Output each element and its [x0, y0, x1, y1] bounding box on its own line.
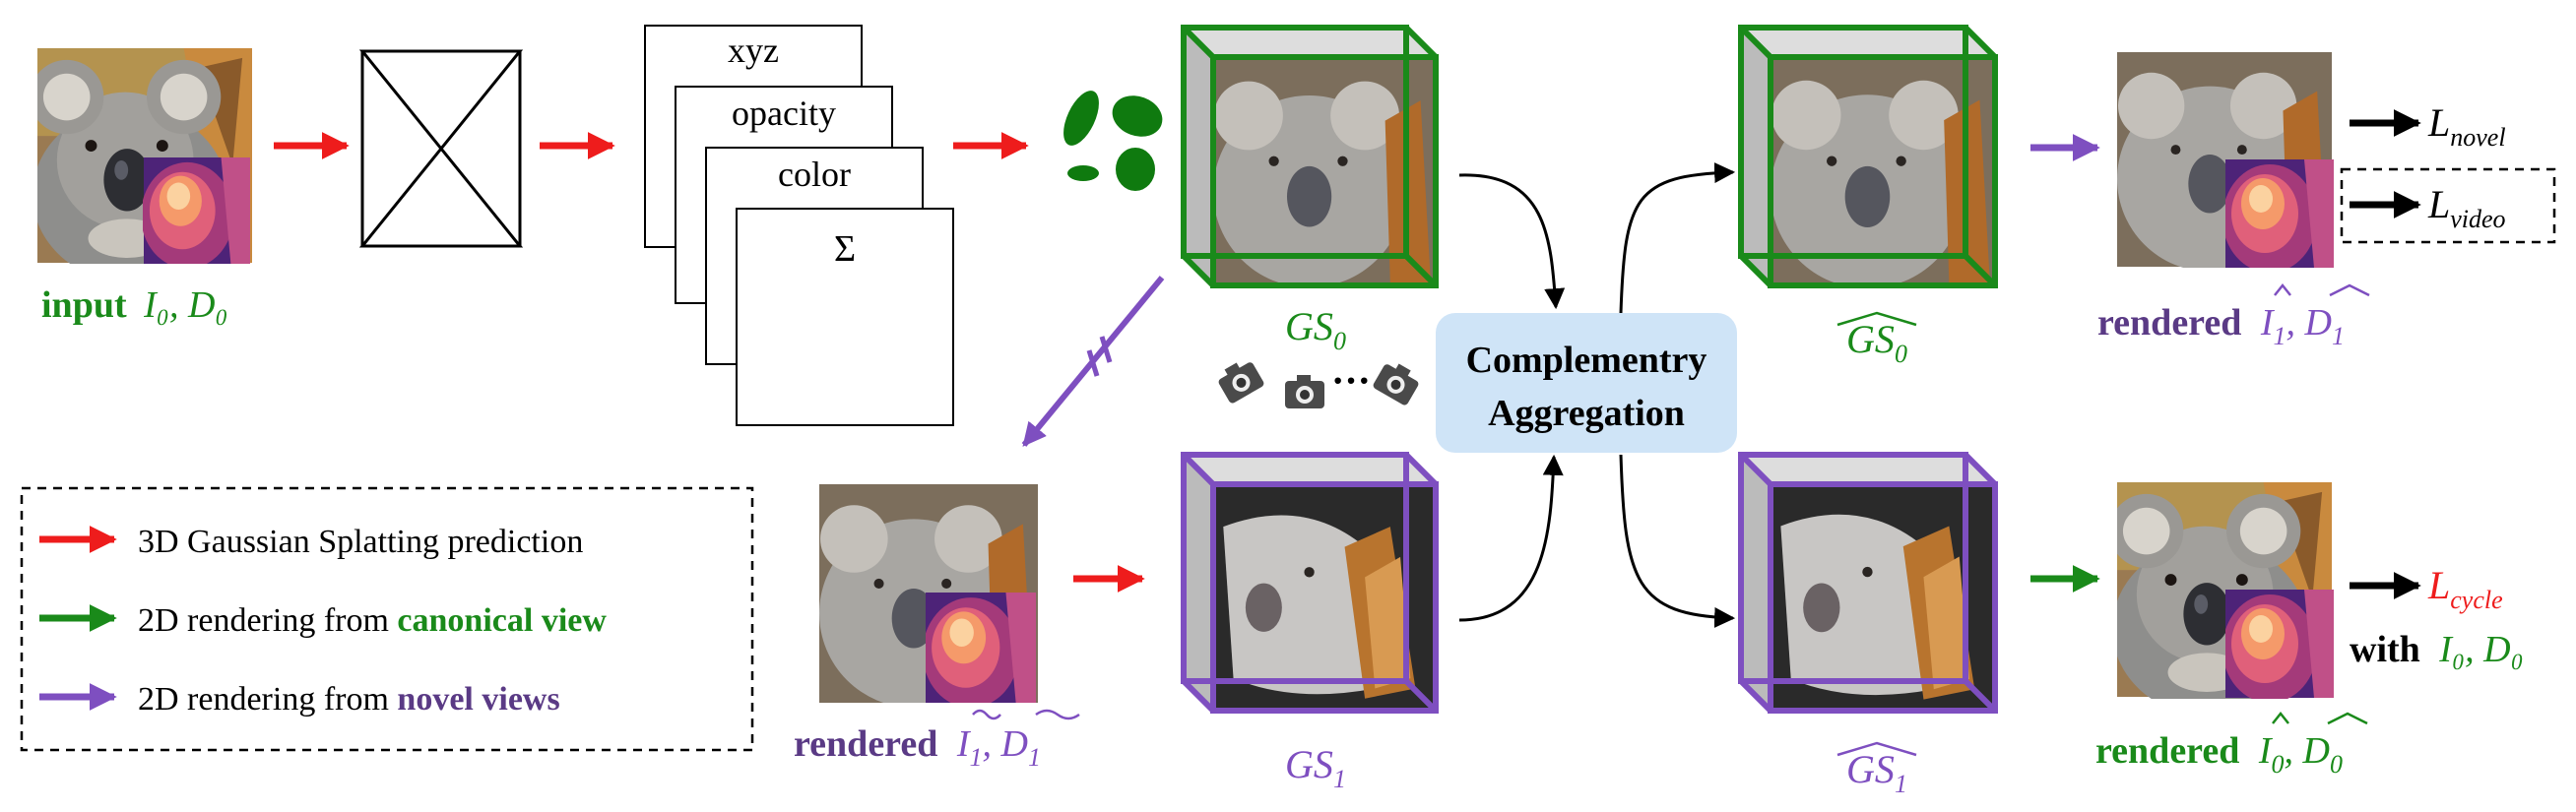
hat-accent-d-bottom — [2327, 712, 2368, 725]
depth-map-icon — [143, 157, 250, 264]
camera-icon — [1218, 362, 1264, 404]
hat-accent-i-top — [2274, 282, 2291, 296]
aggregation-line2: Aggregation — [1488, 393, 1685, 434]
gaussian-parameter-stack: xyz opacity color Σ — [644, 25, 954, 426]
rendered-bottom-caption: rendered I0, D0 — [2095, 730, 2343, 779]
rendered-top-caption: rendered I1, D1 — [2097, 302, 2345, 350]
svg-text:2D rendering from canonical vi: 2D rendering from canonical view — [138, 602, 607, 639]
rendered-tilde-caption: rendered I1, D1 — [794, 723, 1041, 772]
gs0-cube — [1181, 25, 1439, 288]
arrow-gs1-to-aggregation — [1458, 454, 1564, 622]
hat-accent-d-top — [2329, 283, 2370, 297]
l-video: Lvideo — [2427, 182, 2506, 233]
param-opacity: opacity — [732, 94, 836, 133]
gs1-hat-accent — [1836, 741, 1917, 757]
camera-row: ··· — [1218, 358, 1419, 408]
svg-text:2D rendering from novel views: 2D rendering from novel views — [138, 681, 560, 718]
hat-accent-i-bottom — [2272, 711, 2289, 724]
camera-icon — [1373, 363, 1419, 406]
arrow-aggregation-to-gs1hat — [1619, 454, 1736, 628]
input-image — [37, 48, 252, 264]
gs1-label: GS1 — [1285, 742, 1346, 793]
arrow-gs0-to-aggregation — [1458, 173, 1566, 310]
gaussian-ellipsoids-icon — [1063, 91, 1163, 191]
aggregation-box — [1436, 313, 1737, 453]
gs1-hat-label: GS1 — [1846, 747, 1907, 798]
legend-item-red: 3D Gaussian Splatting prediction — [39, 524, 583, 560]
legend-item-green: 2D rendering from canonical view — [39, 602, 607, 639]
svg-text:3D Gaussian Splatting predicti: 3D Gaussian Splatting prediction — [138, 524, 583, 560]
param-color: color — [778, 155, 851, 194]
rendered-top-image — [2117, 52, 2334, 268]
arrow-aggregation-to-gs0hat — [1619, 162, 1736, 314]
with-target: with I₀, D₀ — [2350, 629, 2524, 670]
rendered-tilde-image — [819, 484, 1038, 703]
l-cycle: Lcycle — [2427, 563, 2503, 614]
gs0-hat-cube — [1738, 25, 1998, 288]
input-caption: input I₀, D₀ — [41, 284, 228, 326]
camera-ellipsis: ··· — [1331, 358, 1371, 403]
legend-item-purple: 2D rendering from novel views — [39, 681, 560, 718]
gs1-hat-cube — [1738, 452, 1998, 714]
tilde-accent-i — [972, 709, 1001, 720]
stop-gradient-mark — [1086, 349, 1100, 377]
param-xyz: xyz — [728, 31, 779, 70]
param-sigma: Σ — [834, 228, 856, 270]
gs1-cube — [1181, 452, 1439, 714]
encoder-decoder-icon — [358, 49, 524, 248]
gs0-label: GS0 — [1285, 304, 1346, 355]
gs0-hat-label: GS0 — [1846, 317, 1907, 368]
aggregation-line1: Complementry — [1466, 340, 1707, 381]
rendered-bottom-image — [2117, 482, 2334, 699]
l-novel: Lnovel — [2427, 100, 2506, 152]
camera-icon — [1285, 375, 1324, 408]
tilde-accent-d — [1035, 709, 1080, 720]
legend: 3D Gaussian Splatting prediction 2D rend… — [20, 486, 754, 752]
gs0-hat-accent — [1836, 311, 1917, 327]
